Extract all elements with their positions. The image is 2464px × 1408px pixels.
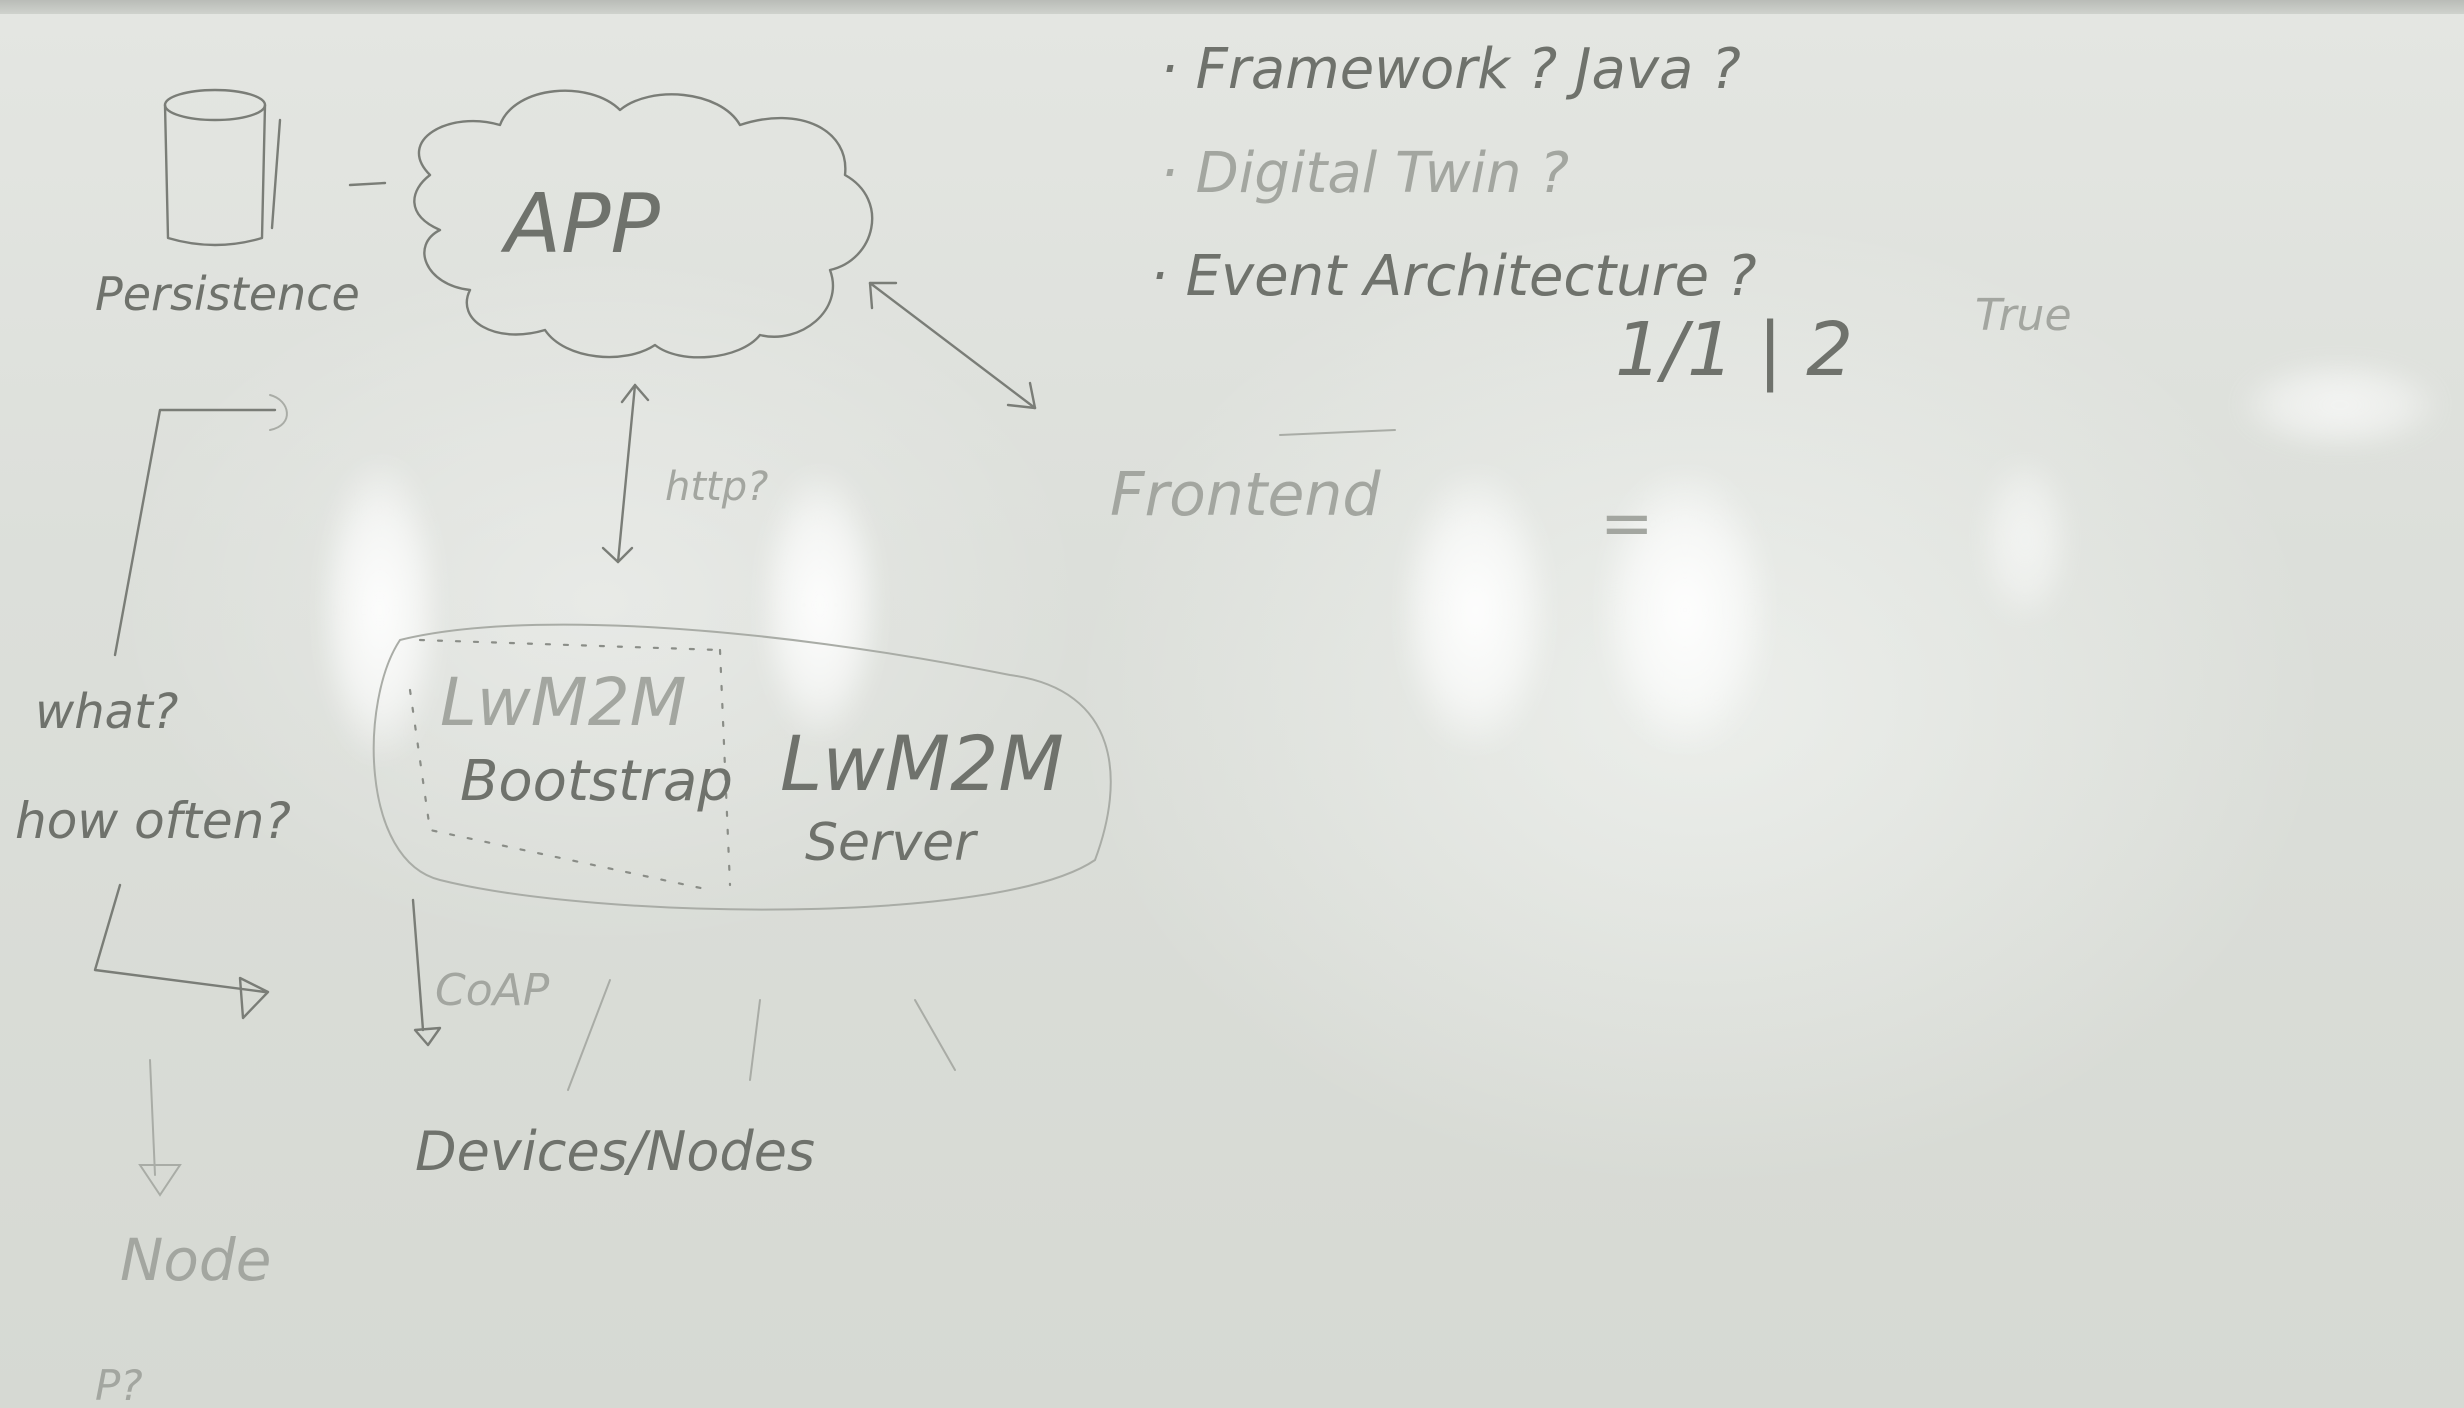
window-reflection — [1980, 460, 2070, 620]
coap-label: CoAP — [435, 965, 550, 1016]
bootstrap-lwm2m-label: LwM2M — [440, 664, 687, 741]
bootstrap-label: Bootstrap — [460, 749, 733, 814]
left-bracket-line — [113, 408, 277, 657]
http-label: http? — [665, 464, 768, 510]
persistence-link-line — [348, 181, 387, 187]
window-reflection — [1600, 470, 1770, 750]
frontend-line — [1279, 429, 1396, 436]
window-reflection — [1400, 470, 1550, 750]
server-lwm2m-label: LwM2M — [780, 719, 1064, 808]
database-icon — [163, 88, 282, 247]
bootstrap-dashed-top — [418, 638, 722, 652]
window-reflection — [760, 470, 880, 740]
devices-label: Devices/Nodes — [415, 1120, 815, 1183]
double-arrow-icon — [868, 281, 1037, 410]
persistence-label: Persistence — [95, 267, 360, 321]
server-label: Server — [805, 813, 979, 873]
device-links — [567, 979, 956, 1091]
what-label: what? — [35, 684, 178, 740]
left-corner-arrow-icon — [93, 883, 270, 1020]
left-bracket-hook — [269, 394, 288, 431]
frontend-label: Frontend — [1110, 460, 1381, 530]
fraction-label: 1/1 | 2 — [1615, 307, 1853, 393]
true-label: True — [1975, 290, 2072, 341]
app-cloud-shape — [413, 89, 874, 359]
node-arrow-head — [138, 1164, 182, 1197]
note-digital-twin: · Digital Twin ? — [1160, 141, 1569, 206]
app-label: APP — [500, 177, 661, 272]
vertical-arrow-icon — [601, 383, 650, 564]
window-reflection — [2240, 360, 2440, 450]
lwm2m-container-shape — [372, 623, 1112, 911]
node-arrow-line — [149, 1059, 156, 1176]
bootstrap-dashed-divider — [718, 648, 732, 887]
node-label: Node — [120, 1226, 271, 1294]
note-framework: · Framework ? Java ? — [1160, 37, 1741, 102]
whiteboard-frame — [0, 0, 2464, 14]
note-event-architecture: · Event Architecture ? — [1150, 244, 1757, 309]
p-label: P? — [95, 1361, 143, 1408]
equals-icon: = — [1600, 487, 1654, 561]
window-reflection — [320, 460, 440, 760]
coap-arrow-icon — [411, 898, 442, 1047]
how-often-label: how often? — [15, 792, 291, 850]
